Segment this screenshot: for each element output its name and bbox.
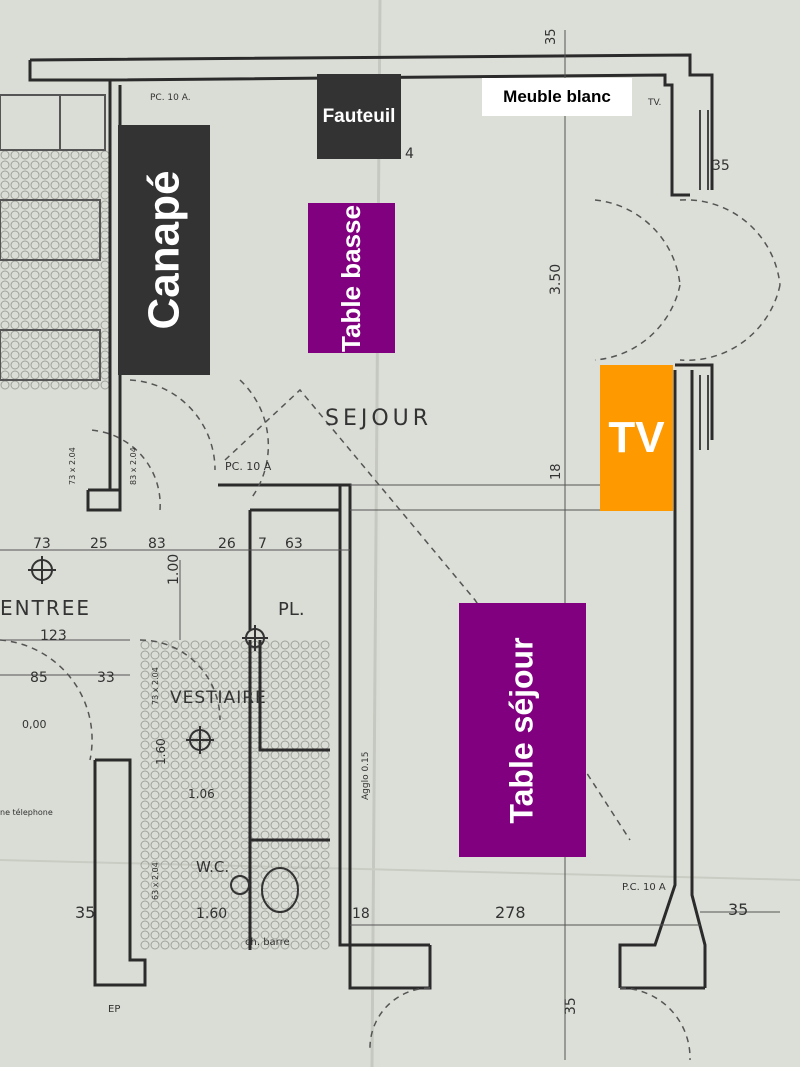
- plan-labels: SEJOUR ENTREE VESTIAIRE PL. W.C. PC. 10 …: [0, 28, 748, 1015]
- pc-top-label: PC. 10 A.: [150, 93, 191, 103]
- dim-35-left: 35: [75, 903, 95, 922]
- outer-walls: [28, 53, 714, 990]
- dim-18-mid: 18: [549, 463, 564, 480]
- dim-160: 1.60: [154, 738, 168, 765]
- dim-100: 1.00: [166, 554, 182, 585]
- room-vestiaire-label: VESTIAIRE: [170, 688, 267, 708]
- paper-fold-line-horizontal: [0, 859, 800, 881]
- dim-33: 33: [97, 670, 115, 686]
- door-73x204b: 73 x 2.04: [151, 667, 160, 705]
- table-basse-label: Table basse: [308, 203, 395, 353]
- light-fixtures: [28, 556, 299, 913]
- fauteuil-text: Fauteuil: [322, 105, 396, 127]
- dim-83: 83: [148, 536, 166, 552]
- dim-35-top: 35: [544, 28, 559, 45]
- dim-73: 73: [33, 536, 51, 552]
- kitchen-cabinet: [0, 199, 101, 261]
- dim-7: 7: [258, 536, 267, 552]
- table-basse-text: Table basse: [336, 204, 366, 352]
- dim-350: 3.50: [548, 264, 564, 295]
- dim-123: 123: [40, 628, 67, 644]
- ch-barre-label: ch. barre: [245, 937, 290, 948]
- dim-85: 85: [30, 670, 48, 686]
- door-83x204: 83 x 2.04: [129, 447, 138, 485]
- dim-106: 1.06: [188, 787, 215, 801]
- dim-35-right: 35: [712, 158, 730, 174]
- paper-fold-line: [370, 0, 382, 1067]
- ep-label: EP: [108, 1004, 120, 1015]
- windows: [699, 110, 709, 450]
- pc-bottom-label: P.C. 10 A: [622, 882, 666, 893]
- kitchen-tiles: [0, 150, 110, 390]
- dim-63: 63: [285, 536, 303, 552]
- agglo-label: Agglo 0.15: [361, 752, 371, 801]
- canape-text: Canapé: [139, 170, 189, 330]
- dim-35-bottom: 35: [563, 997, 579, 1015]
- dimension-lines: [0, 30, 780, 1060]
- dim-4: 4: [405, 146, 414, 162]
- telephone-label: ne télephone: [0, 807, 53, 817]
- dim-26: 26: [218, 536, 236, 552]
- tv-label: TV: [600, 365, 673, 511]
- dim-278: 278: [495, 903, 526, 922]
- room-entree-label: ENTREE: [0, 596, 91, 620]
- tv-small-label: TV.: [647, 98, 661, 108]
- canape-label: Canapé: [118, 125, 210, 375]
- dim-25: 25: [90, 536, 108, 552]
- tv-text: TV: [608, 413, 665, 462]
- meuble-blanc-text: Meuble blanc: [503, 87, 611, 106]
- kitchen-cabinet-2: [0, 329, 101, 381]
- room-pl-label: PL.: [278, 599, 305, 620]
- fauteuil-label: Fauteuil: [317, 74, 401, 159]
- room-sejour-label: SEJOUR: [325, 406, 432, 431]
- dim-35-bottom-right: 35: [728, 900, 748, 919]
- counter-fixture: [59, 94, 106, 151]
- pc-mid-label: PC. 10 A: [225, 460, 272, 473]
- room-wc-label: W.C.: [196, 858, 229, 876]
- door-63x204: 63 x 2.04: [151, 862, 160, 900]
- vestiaire-tiles: [140, 640, 330, 950]
- meuble-blanc-label: Meuble blanc: [482, 78, 632, 116]
- dim-18-bottom: 18: [352, 906, 370, 922]
- dim-160b: 1.60: [196, 906, 227, 922]
- table-sejour-text: Table séjour: [504, 636, 540, 824]
- door-73x204: 73 x 2.04: [68, 447, 77, 485]
- dim-0-00: 0,00: [22, 718, 47, 731]
- table-sejour-label: Table séjour: [459, 603, 586, 857]
